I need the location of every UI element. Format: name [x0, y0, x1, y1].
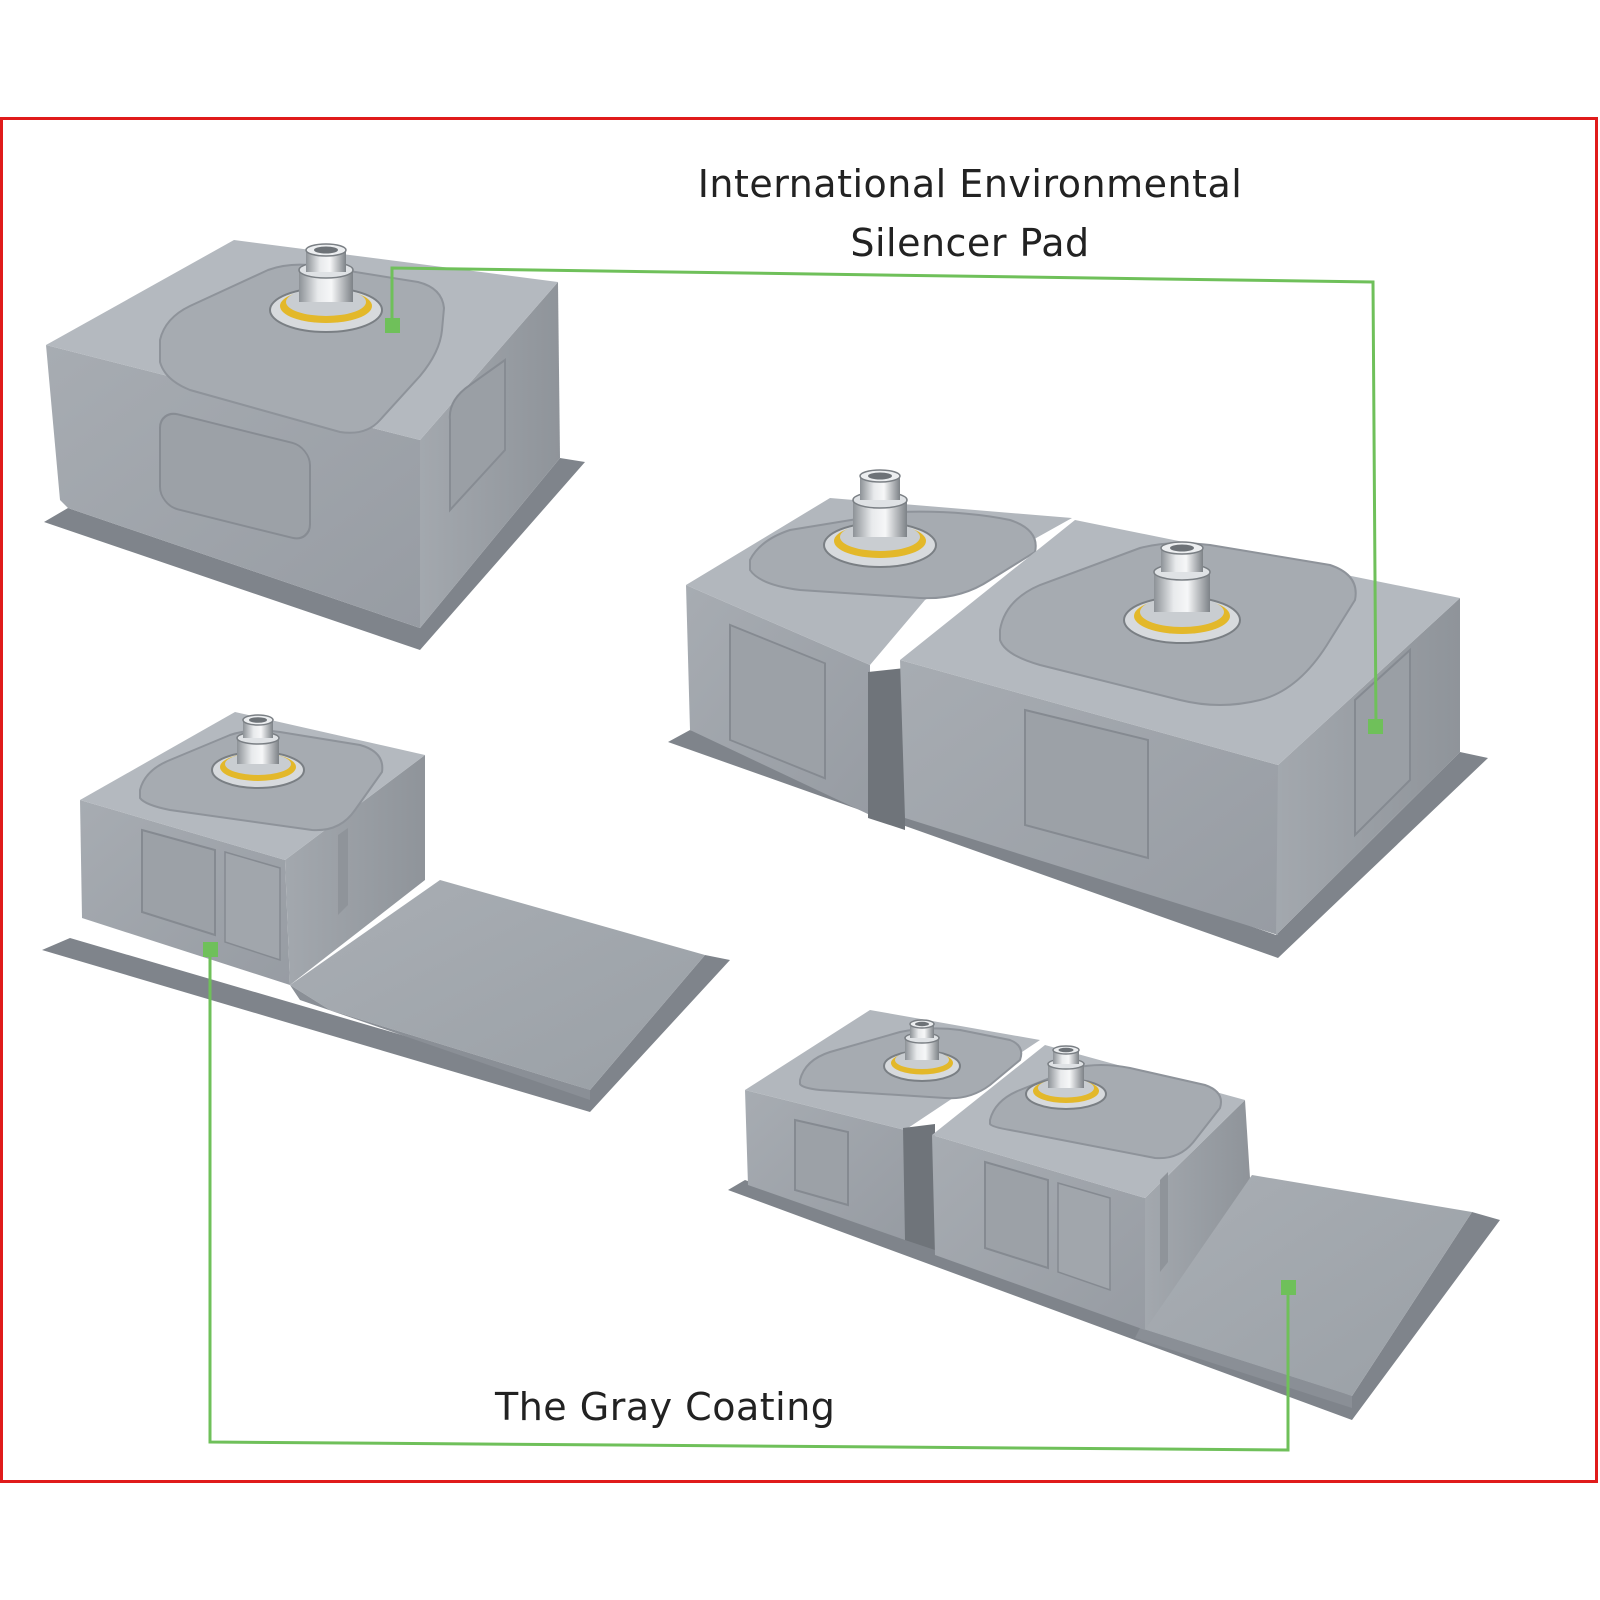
sink-front-panel [141, 828, 216, 937]
sink-side-face [285, 755, 425, 985]
silencer-pad-label-line-2: Silencer Pad [850, 220, 1090, 265]
large-bowl-front-panel [1057, 1182, 1111, 1292]
drain-fitting-icon [1123, 541, 1241, 644]
drain-fitting-icon [883, 1019, 961, 1082]
silencer-pad-marker [385, 318, 400, 333]
silencer-pad-label-line-1: International Environmental [697, 162, 1243, 206]
small-bowl-front-panel [729, 623, 826, 780]
double-bowl-sink [668, 469, 1488, 958]
sink-flange [42, 938, 730, 1112]
drainboard-edge [290, 985, 590, 1100]
large-bowl-front-panel [984, 1160, 1049, 1270]
drainboard-edge [1135, 1328, 1352, 1408]
sink-flange [44, 458, 585, 650]
silencer-pad-leader-line [390, 266, 1378, 728]
drain-fitting-icon [823, 469, 937, 568]
double-bowl-drainboard-sink [728, 1010, 1500, 1420]
silencer-pad-marker [1368, 719, 1383, 734]
single-bowl-sink [44, 240, 585, 650]
small-bowl-front-panel [794, 1118, 849, 1207]
single-bowl-drainboard-sink [42, 712, 730, 1112]
drainboard-surface [290, 880, 705, 1090]
large-bowl-side-slot [1160, 1172, 1168, 1272]
bowl-divider [903, 1124, 935, 1250]
sink-front-panel [224, 851, 281, 962]
large-bowl-side-slot [1354, 647, 1411, 838]
silencer-pad-callout-label: International Environmental Silencer Pad [620, 155, 1320, 273]
large-bowl-front-panel [1024, 708, 1149, 860]
drainboard-surface [1140, 1175, 1472, 1396]
large-bowl-side-face [1145, 1100, 1250, 1330]
drain-fitting-icon [1025, 1045, 1107, 1110]
sink-side-slot [338, 828, 348, 915]
bowl-divider [868, 668, 905, 830]
image-border [0, 117, 1598, 1483]
gray-coating-marker [203, 942, 218, 957]
gray-coating-callout-label: The Gray Coating [495, 1385, 836, 1429]
gray-coating-marker [1281, 1280, 1296, 1295]
drain-fitting-icon [269, 243, 383, 333]
gray-coating-leader-line [208, 950, 1290, 1452]
sink-side-slot [448, 358, 506, 513]
sink-front-panel [159, 412, 311, 540]
drain-fitting-icon [211, 714, 305, 789]
